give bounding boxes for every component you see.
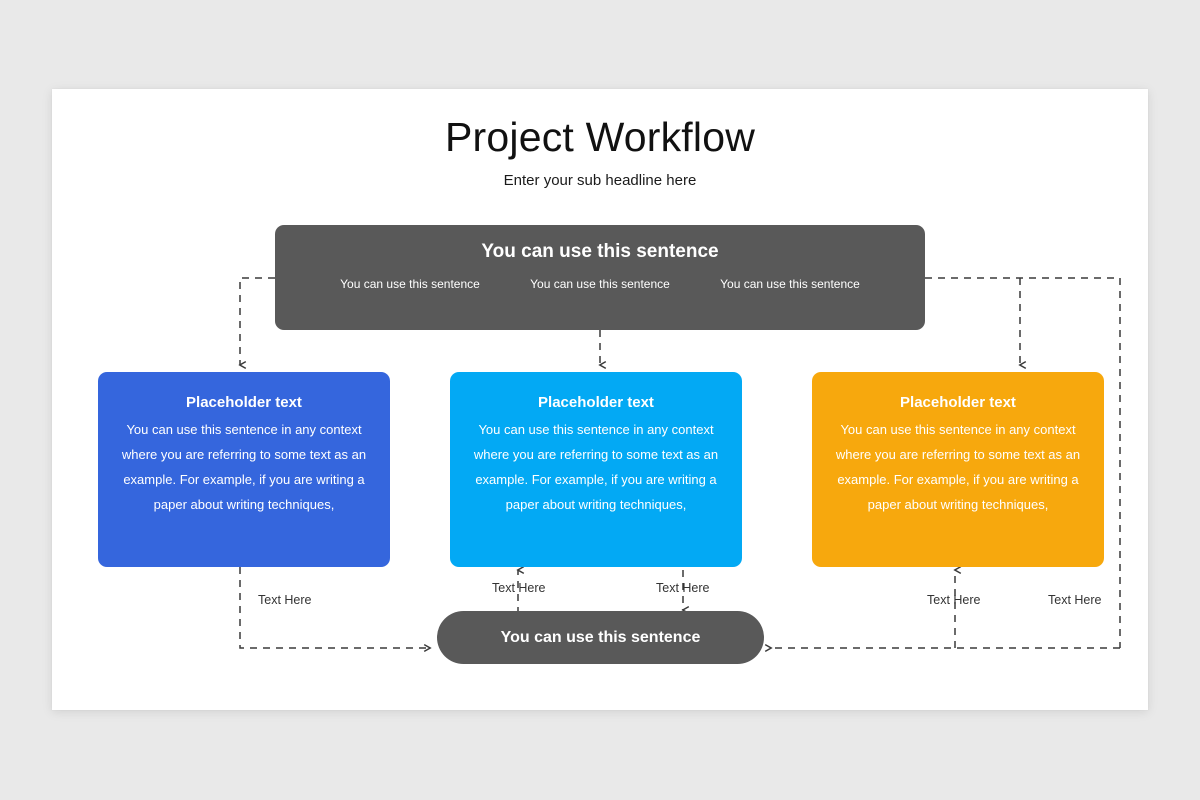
- card-orange[interactable]: Placeholder text You can use this senten…: [812, 372, 1104, 567]
- edge-label-cyan-to-pill: Text Here: [656, 581, 710, 595]
- bottom-summary-label: You can use this sentence: [500, 628, 701, 646]
- top-summary-column-3: You can use this sentence: [720, 277, 860, 291]
- top-summary-column-1: You can use this sentence: [340, 277, 480, 291]
- edge-label-bus-to-orange: Text Here: [927, 593, 981, 607]
- card-blue-title: Placeholder text: [186, 394, 302, 411]
- connector-blue-card-to-pill: [239, 567, 430, 648]
- top-summary-box[interactable]: You can use this sentence You can use th…: [275, 225, 925, 330]
- top-summary-columns: You can use this sentence You can use th…: [315, 275, 885, 294]
- slide-canvas: Project Workflow Enter your sub headline…: [52, 89, 1148, 710]
- card-blue[interactable]: Placeholder text You can use this senten…: [98, 372, 390, 567]
- top-summary-column-2: You can use this sentence: [530, 277, 670, 291]
- page-subtitle: Enter your sub headline here: [503, 172, 697, 189]
- edge-label-right-bus: Text Here: [1048, 593, 1102, 607]
- card-cyan-body: You can use this sentence in any context…: [473, 422, 719, 513]
- bottom-summary-pill[interactable]: You can use this sentence: [437, 611, 764, 664]
- edge-label-pill-to-cyan: Text Here: [492, 581, 546, 595]
- top-summary-title: You can use this sentence: [481, 241, 719, 262]
- card-cyan[interactable]: Placeholder text You can use this senten…: [450, 372, 742, 567]
- card-blue-body: You can use this sentence in any context…: [121, 422, 367, 513]
- card-cyan-title: Placeholder text: [538, 394, 654, 411]
- connector-topbox-to-blue-card: [240, 277, 275, 365]
- edge-label-blue-to-pill: Text Here: [258, 593, 312, 607]
- card-orange-title: Placeholder text: [900, 394, 1016, 411]
- page-title: Project Workflow: [444, 114, 756, 160]
- card-orange-body: You can use this sentence in any context…: [835, 422, 1081, 513]
